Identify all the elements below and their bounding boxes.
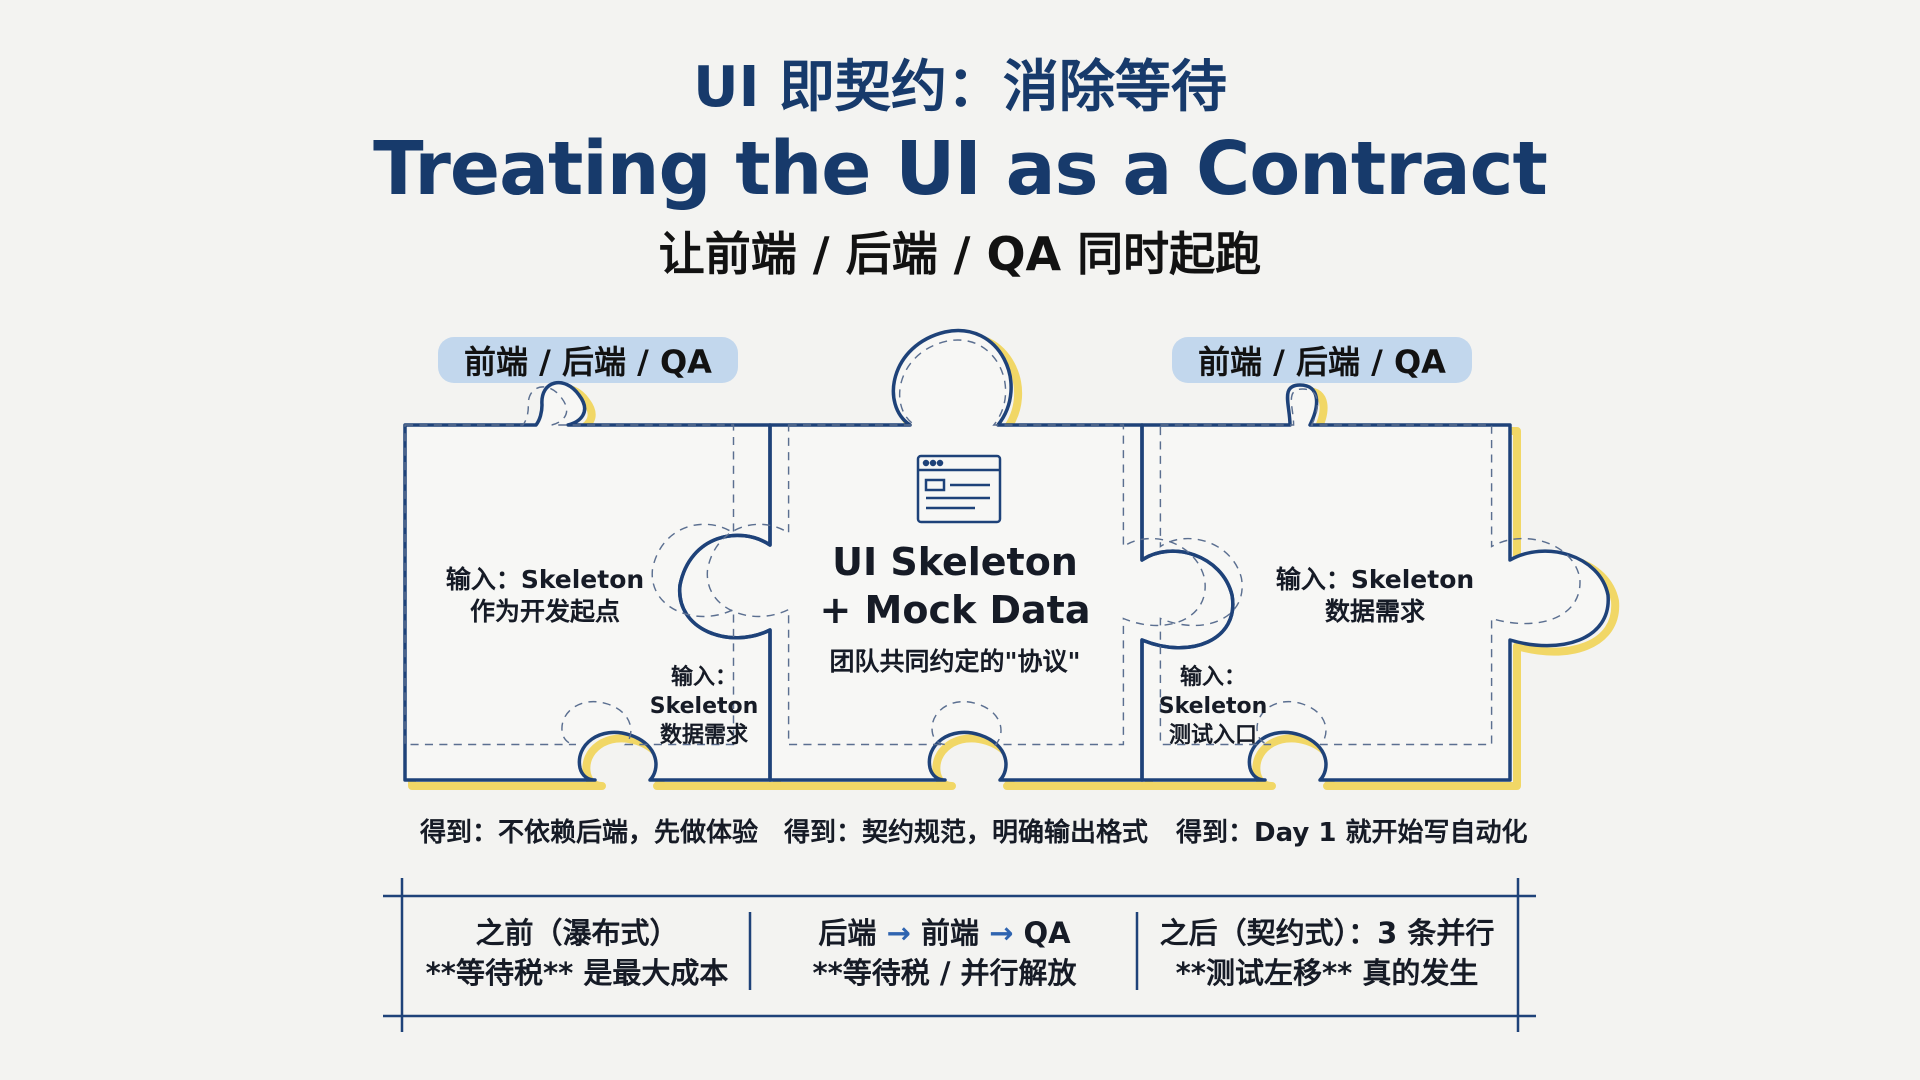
left-side-line1: 输入：	[670, 665, 737, 690]
flow-line: 后端 → 前端 → QA	[752, 913, 1137, 953]
after-title: 之后（契约式）：3 条并行	[1159, 916, 1495, 950]
left-side-text: 输入： Skeleton 数据需求	[640, 663, 768, 750]
center-text: UI Skeleton + Mock Data 团队共同约定的"协议"	[800, 538, 1110, 678]
page-title-en: Treating the UI as a Contract	[373, 126, 1548, 212]
left-get-text: 得到：不依赖后端，先做体验	[420, 818, 759, 848]
page-title-zh: UI 即契约：消除等待	[693, 55, 1227, 120]
left-side-line2: Skeleton	[649, 694, 759, 719]
flow-backend: 后端	[818, 916, 877, 950]
right-input-text: 输入：Skeleton 数据需求	[1265, 564, 1485, 628]
comparison-flow: 后端 → 前端 → QA **等待税 / 并行解放	[752, 913, 1137, 993]
left-input-line2: 作为开发起点	[469, 597, 620, 626]
right-side-line3: 测试入口	[1168, 723, 1257, 748]
role-label-right: 前端 / 后端 / QA	[1172, 333, 1472, 387]
right-input-line2: 数据需求	[1324, 597, 1425, 626]
role-label-left-text: 前端 / 后端 / QA	[464, 343, 712, 381]
center-line2: + Mock Data	[819, 588, 1091, 632]
before-note: **等待税** 是最大成本	[425, 956, 729, 990]
right-input-line1: 输入：Skeleton	[1275, 565, 1475, 594]
page-subtitle: 让前端 / 后端 / QA 同时起跑	[658, 227, 1262, 281]
label-highlight	[1172, 337, 1472, 383]
right-side-line1: 输入：	[1179, 665, 1246, 690]
comparison-table-lines	[383, 878, 1536, 1032]
comparison-before: 之前（瀑布式） **等待税** 是最大成本	[404, 913, 750, 993]
role-label-left: 前端 / 后端 / QA	[438, 333, 738, 387]
label-highlight	[438, 337, 738, 383]
center-subtext: 团队共同约定的"协议"	[829, 647, 1081, 676]
after-note: **测试左移** 真的发生	[1175, 956, 1479, 990]
arrow-right-icon: →	[989, 916, 1014, 950]
comparison-after: 之后（契约式）：3 条并行 **测试左移** 真的发生	[1137, 913, 1517, 993]
center-line1: UI Skeleton	[832, 540, 1078, 584]
center-get-text: 得到：契约规范，明确输出格式	[784, 818, 1149, 848]
left-side-line3: 数据需求	[659, 723, 748, 748]
ui-window-icon	[916, 454, 1002, 524]
left-input-line1: 输入：Skeleton	[445, 565, 645, 594]
role-label-right-text: 前端 / 后端 / QA	[1198, 343, 1446, 381]
left-input-text: 输入：Skeleton 作为开发起点	[440, 564, 650, 628]
right-side-line2: Skeleton	[1158, 694, 1268, 719]
flow-note: **等待税 / 并行解放	[812, 956, 1077, 990]
arrow-right-icon: →	[886, 916, 911, 950]
flow-frontend: 前端	[920, 916, 979, 950]
right-side-text: 输入： Skeleton 测试入口	[1148, 663, 1278, 750]
right-get-text: 得到：Day 1 就开始写自动化	[1176, 818, 1528, 848]
before-title: 之前（瀑布式）	[475, 916, 679, 950]
flow-qa: QA	[1023, 916, 1071, 950]
